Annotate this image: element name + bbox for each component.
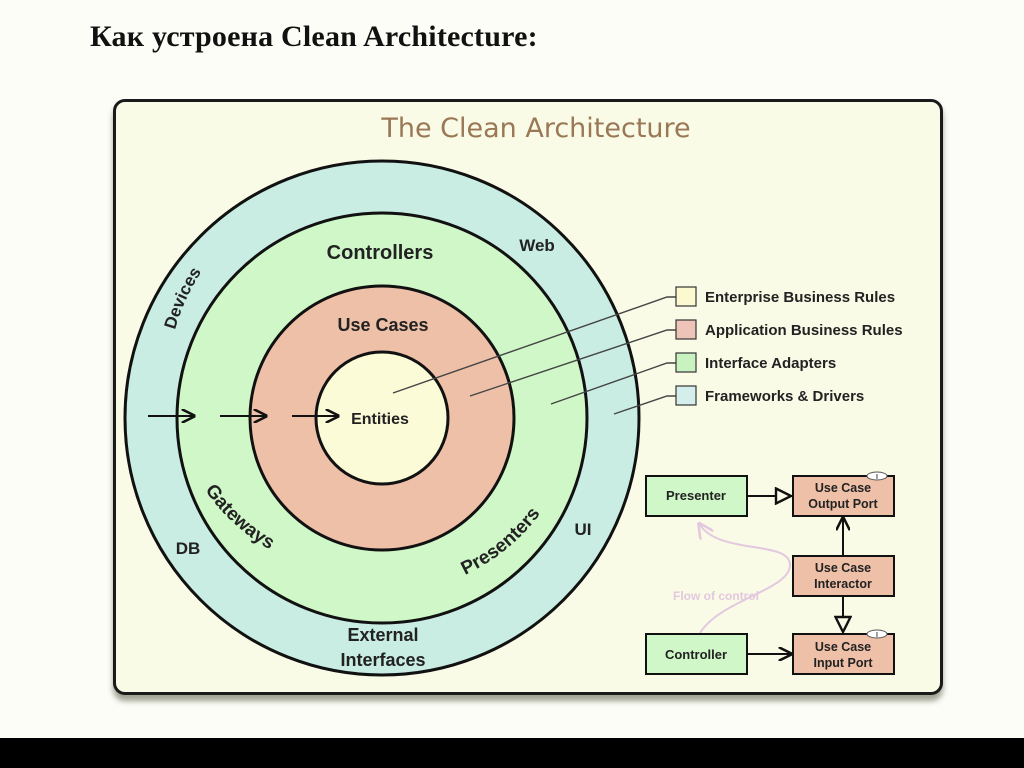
presenter-box xyxy=(645,475,748,517)
label-interfaces: Interfaces xyxy=(340,650,425,670)
diagram-title: The Clean Architecture xyxy=(380,113,690,144)
legend-label-adapters: Interface Adapters xyxy=(705,355,836,372)
legend-swatch-enterprise xyxy=(675,286,697,307)
legend-label-frameworks: Frameworks & Drivers xyxy=(705,388,864,405)
interface-marker-icon xyxy=(866,471,888,481)
interface-marker-icon xyxy=(866,629,888,639)
label-use-cases: Use Cases xyxy=(337,315,428,335)
output-port-label-line1: Use Case xyxy=(815,481,871,495)
presenter-label: Presenter xyxy=(666,488,726,503)
controller-label: Controller xyxy=(665,647,727,662)
flow-of-control-curve xyxy=(700,525,792,634)
output-port-box xyxy=(792,475,895,517)
label-external: External xyxy=(347,625,418,645)
legend-leader-line xyxy=(550,362,676,405)
clean-architecture-diagram: The Clean Architecture Devices Web DB UI… xyxy=(123,113,903,677)
bottom-black-bar xyxy=(0,738,1024,768)
interface-marker-label: I xyxy=(876,474,878,481)
label-web: Web xyxy=(519,236,555,255)
interface-marker-label: I xyxy=(876,632,878,639)
legend-label-application: Application Business Rules xyxy=(705,322,903,339)
legend-swatch-application xyxy=(675,319,697,340)
interactor-label-line1: Use Case xyxy=(815,561,871,575)
input-port-label-line1: Use Case xyxy=(815,640,871,654)
label-entities: Entities xyxy=(351,411,409,428)
interactor-label-line2: Interactor xyxy=(814,577,872,591)
input-port-box xyxy=(792,633,895,675)
legend: Enterprise Business Rules Application Bu… xyxy=(675,286,903,406)
legend-leader-line xyxy=(392,296,676,394)
label-db: DB xyxy=(176,539,201,558)
label-ui: UI xyxy=(575,520,592,539)
interactor-box xyxy=(792,555,895,597)
legend-swatch-frameworks xyxy=(675,385,697,406)
legend-leader-line xyxy=(469,329,676,397)
flow-of-control-label: Flow of control xyxy=(673,589,759,603)
label-controllers: Controllers xyxy=(327,242,434,264)
controller-box xyxy=(645,633,748,675)
input-port-label-line2: Input Port xyxy=(813,656,873,670)
legend-swatch-adapters xyxy=(675,352,697,373)
page-heading: Как устроена Clean Architecture: xyxy=(90,20,538,53)
output-port-label-line2: Output Port xyxy=(808,497,878,511)
legend-label-enterprise: Enterprise Business Rules xyxy=(705,289,895,306)
legend-leader-line xyxy=(613,395,676,415)
